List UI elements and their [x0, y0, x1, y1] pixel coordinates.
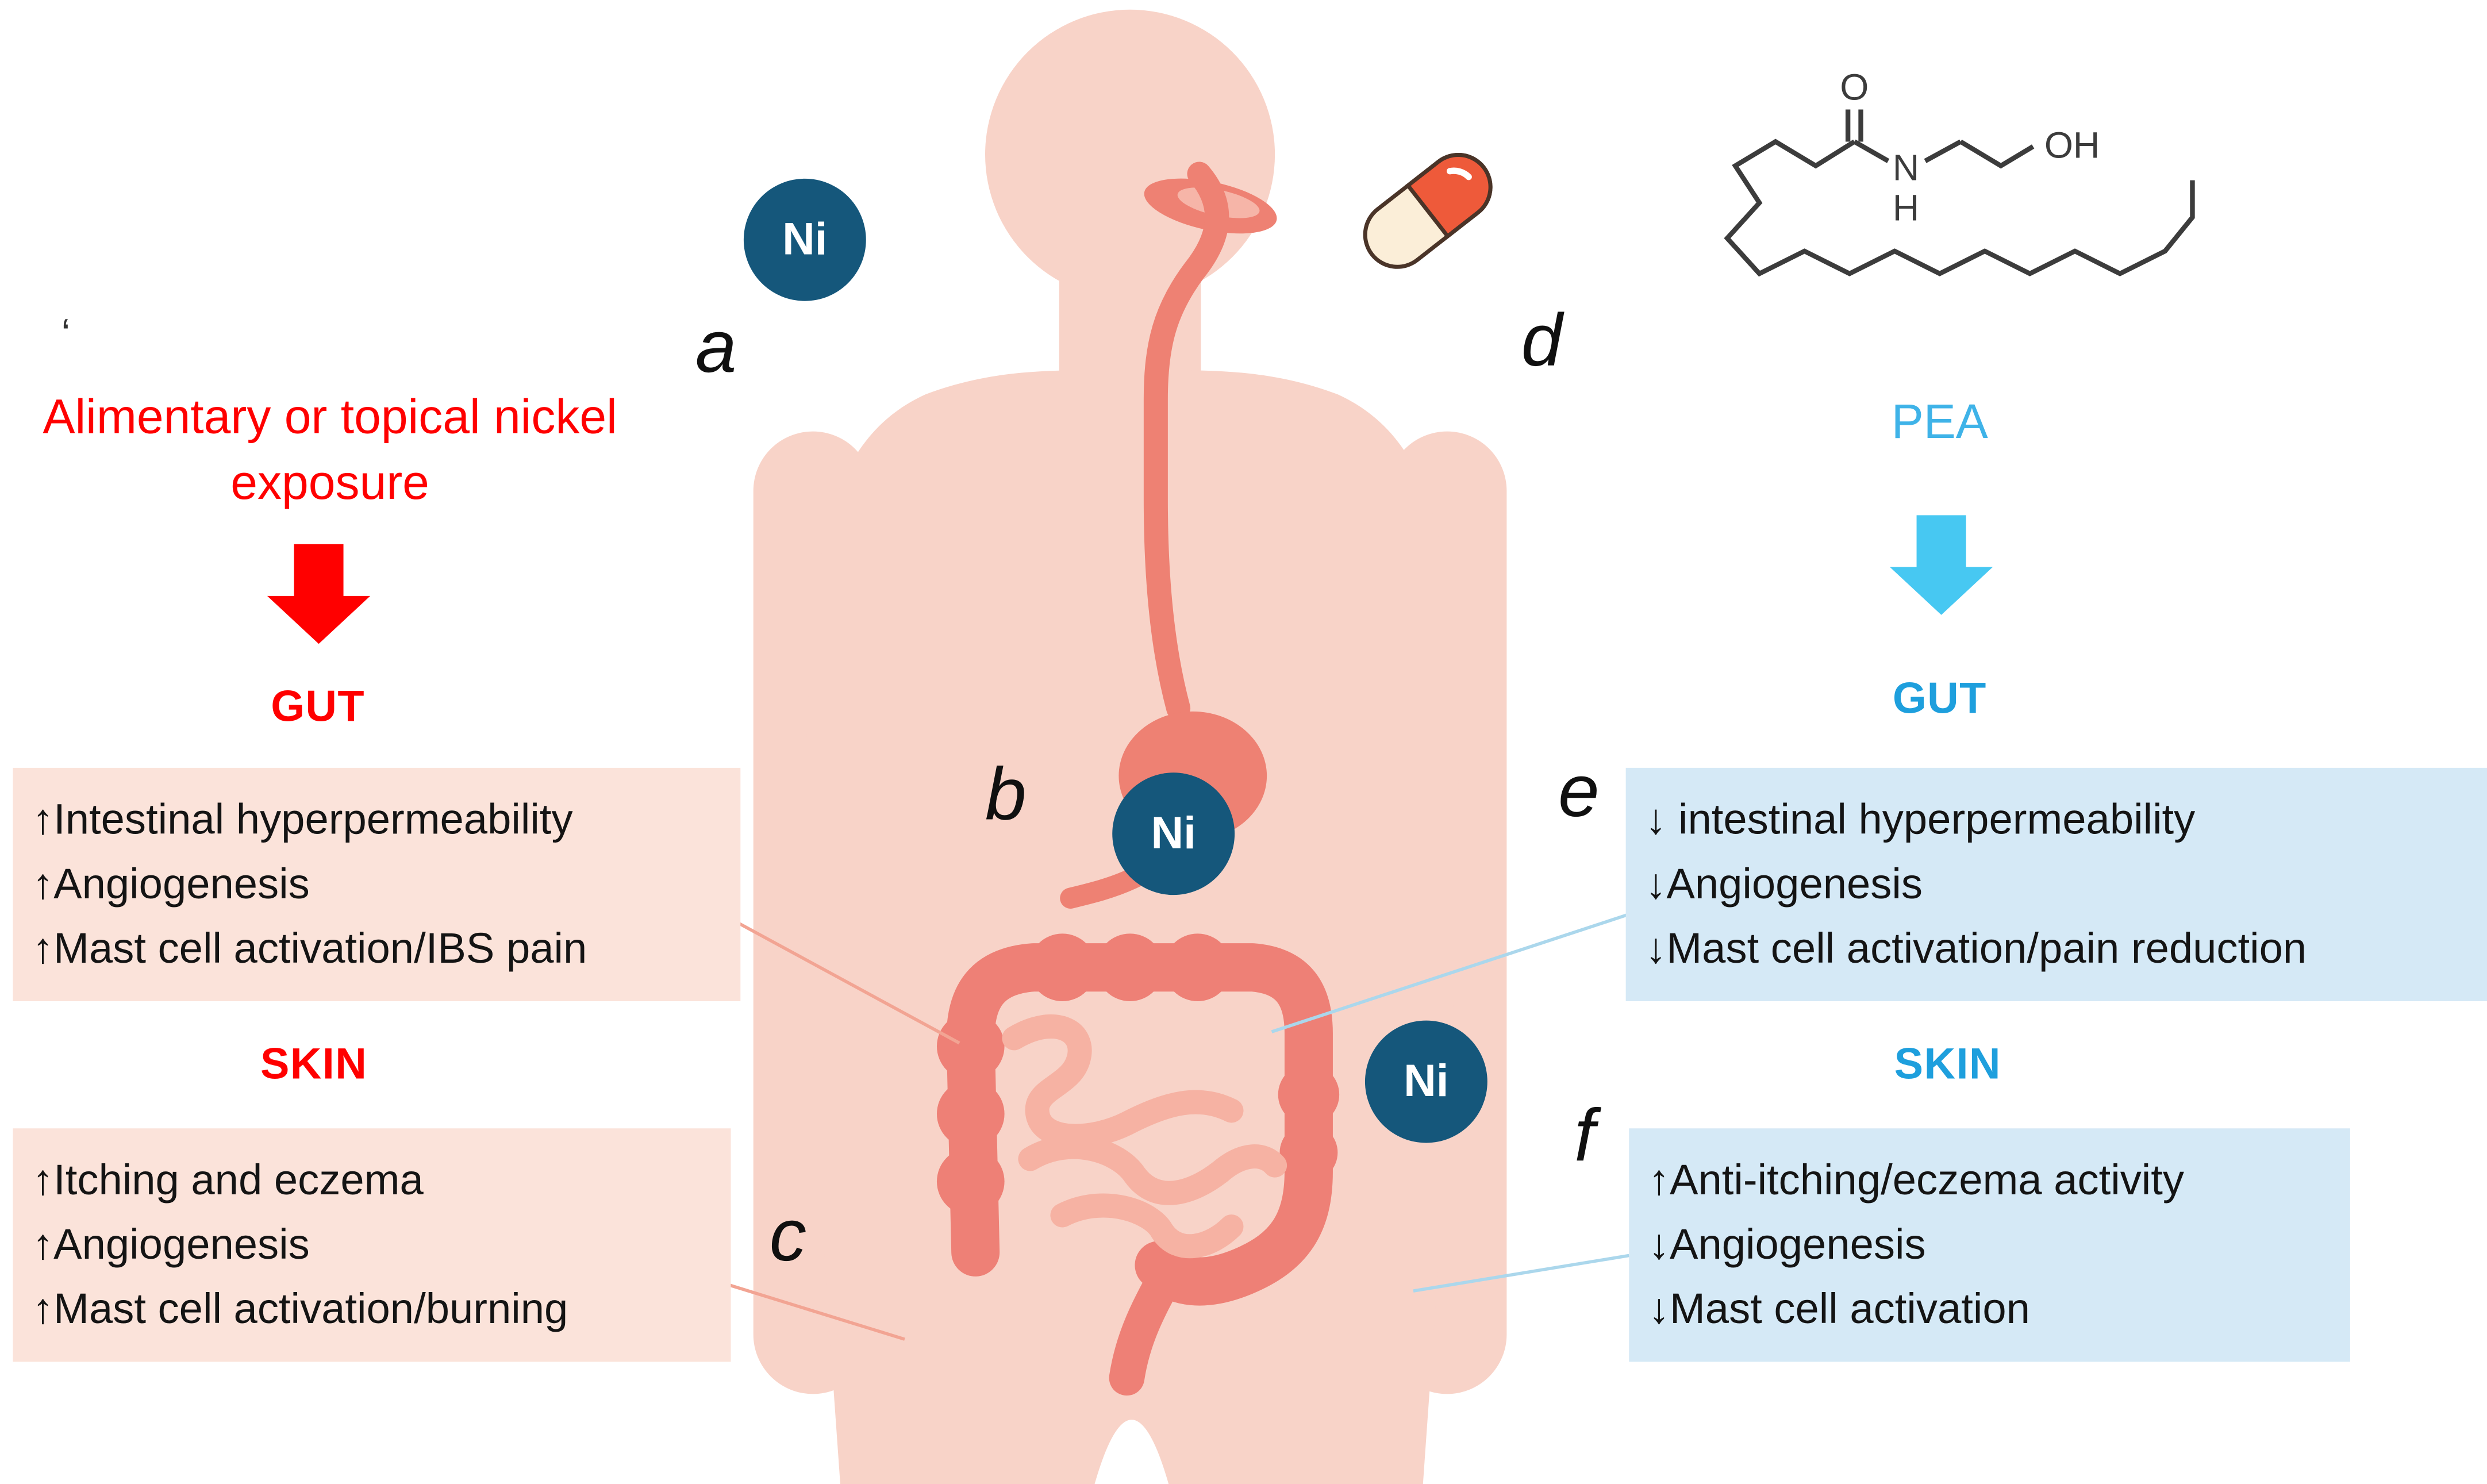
- stray-mark: ‘: [61, 309, 71, 357]
- pea-compound-label: PEA: [1891, 395, 1988, 449]
- nickel-exposure-heading: Alimentary or topical nickel exposure: [43, 391, 617, 510]
- effect-line: ↑Mast cell activation/IBS pain: [32, 923, 587, 972]
- effect-line: ↓ intestinal hyperpermeability: [1645, 795, 2196, 844]
- nickel-badge-stomach: Ni: [1112, 772, 1235, 895]
- connector-lines: [727, 913, 1630, 1341]
- nickel-badge-head: Ni: [743, 178, 866, 301]
- nickel-badge-skin: Ni: [1364, 1020, 1487, 1143]
- panel-letter-b: b: [985, 751, 1027, 836]
- effect-line: ↑Itching and eczema: [32, 1155, 424, 1204]
- effect-line: ↓Mast cell activation/pain reduction: [1645, 923, 2307, 972]
- effect-line: ↑Mast cell activation/burning: [32, 1283, 568, 1332]
- effect-line: ↑Intestinal hyperpermeability: [32, 795, 573, 844]
- panel-letter-f: f: [1574, 1093, 1595, 1177]
- gut-label-right: GUT: [1892, 674, 1987, 723]
- pea-gut-effects-box: ↓ intestinal hyperpermeability ↓Angiogen…: [1625, 767, 2487, 1002]
- effect-line: ↓Angiogenesis: [1645, 859, 1923, 908]
- gut-label-left: GUT: [271, 682, 366, 731]
- atom-label-n: N: [1893, 147, 1920, 189]
- nickel-skin-effects-box: ↑Itching and eczema ↑Angiogenesis ↑Mast …: [13, 1128, 731, 1363]
- atom-label-o: O: [1840, 67, 1869, 108]
- panel-letter-d: d: [1521, 298, 1563, 382]
- pea-skin-effects-box: ↑Anti-itching/eczema activity ↓Angiogene…: [1629, 1128, 2350, 1363]
- pea-chemical-structure: O N H OH: [1724, 67, 2195, 277]
- panel-letter-e: e: [1558, 748, 1600, 832]
- skin-label-right: SKIN: [1894, 1040, 2001, 1089]
- skin-label-left: SKIN: [260, 1040, 368, 1089]
- effect-line: ↑Anti-itching/eczema activity: [1648, 1155, 2185, 1204]
- panel-letter-a: a: [695, 304, 737, 388]
- panel-letter-c: c: [769, 1193, 807, 1277]
- digestive-tract-illustration: [936, 162, 1340, 1396]
- atom-label-oh: OH: [2044, 124, 2100, 166]
- effect-line: ↑Angiogenesis: [32, 1220, 310, 1268]
- effect-line: ↓Angiogenesis: [1648, 1220, 1926, 1268]
- pill-capsule-icon: [1363, 152, 1493, 269]
- nickel-gut-effects-box: ↑Intestinal hyperpermeability ↑Angiogene…: [13, 767, 741, 1002]
- atom-label-h: H: [1893, 187, 1920, 229]
- effect-line: ↓Mast cell activation: [1648, 1283, 2030, 1332]
- effect-line: ↑Angiogenesis: [32, 859, 310, 908]
